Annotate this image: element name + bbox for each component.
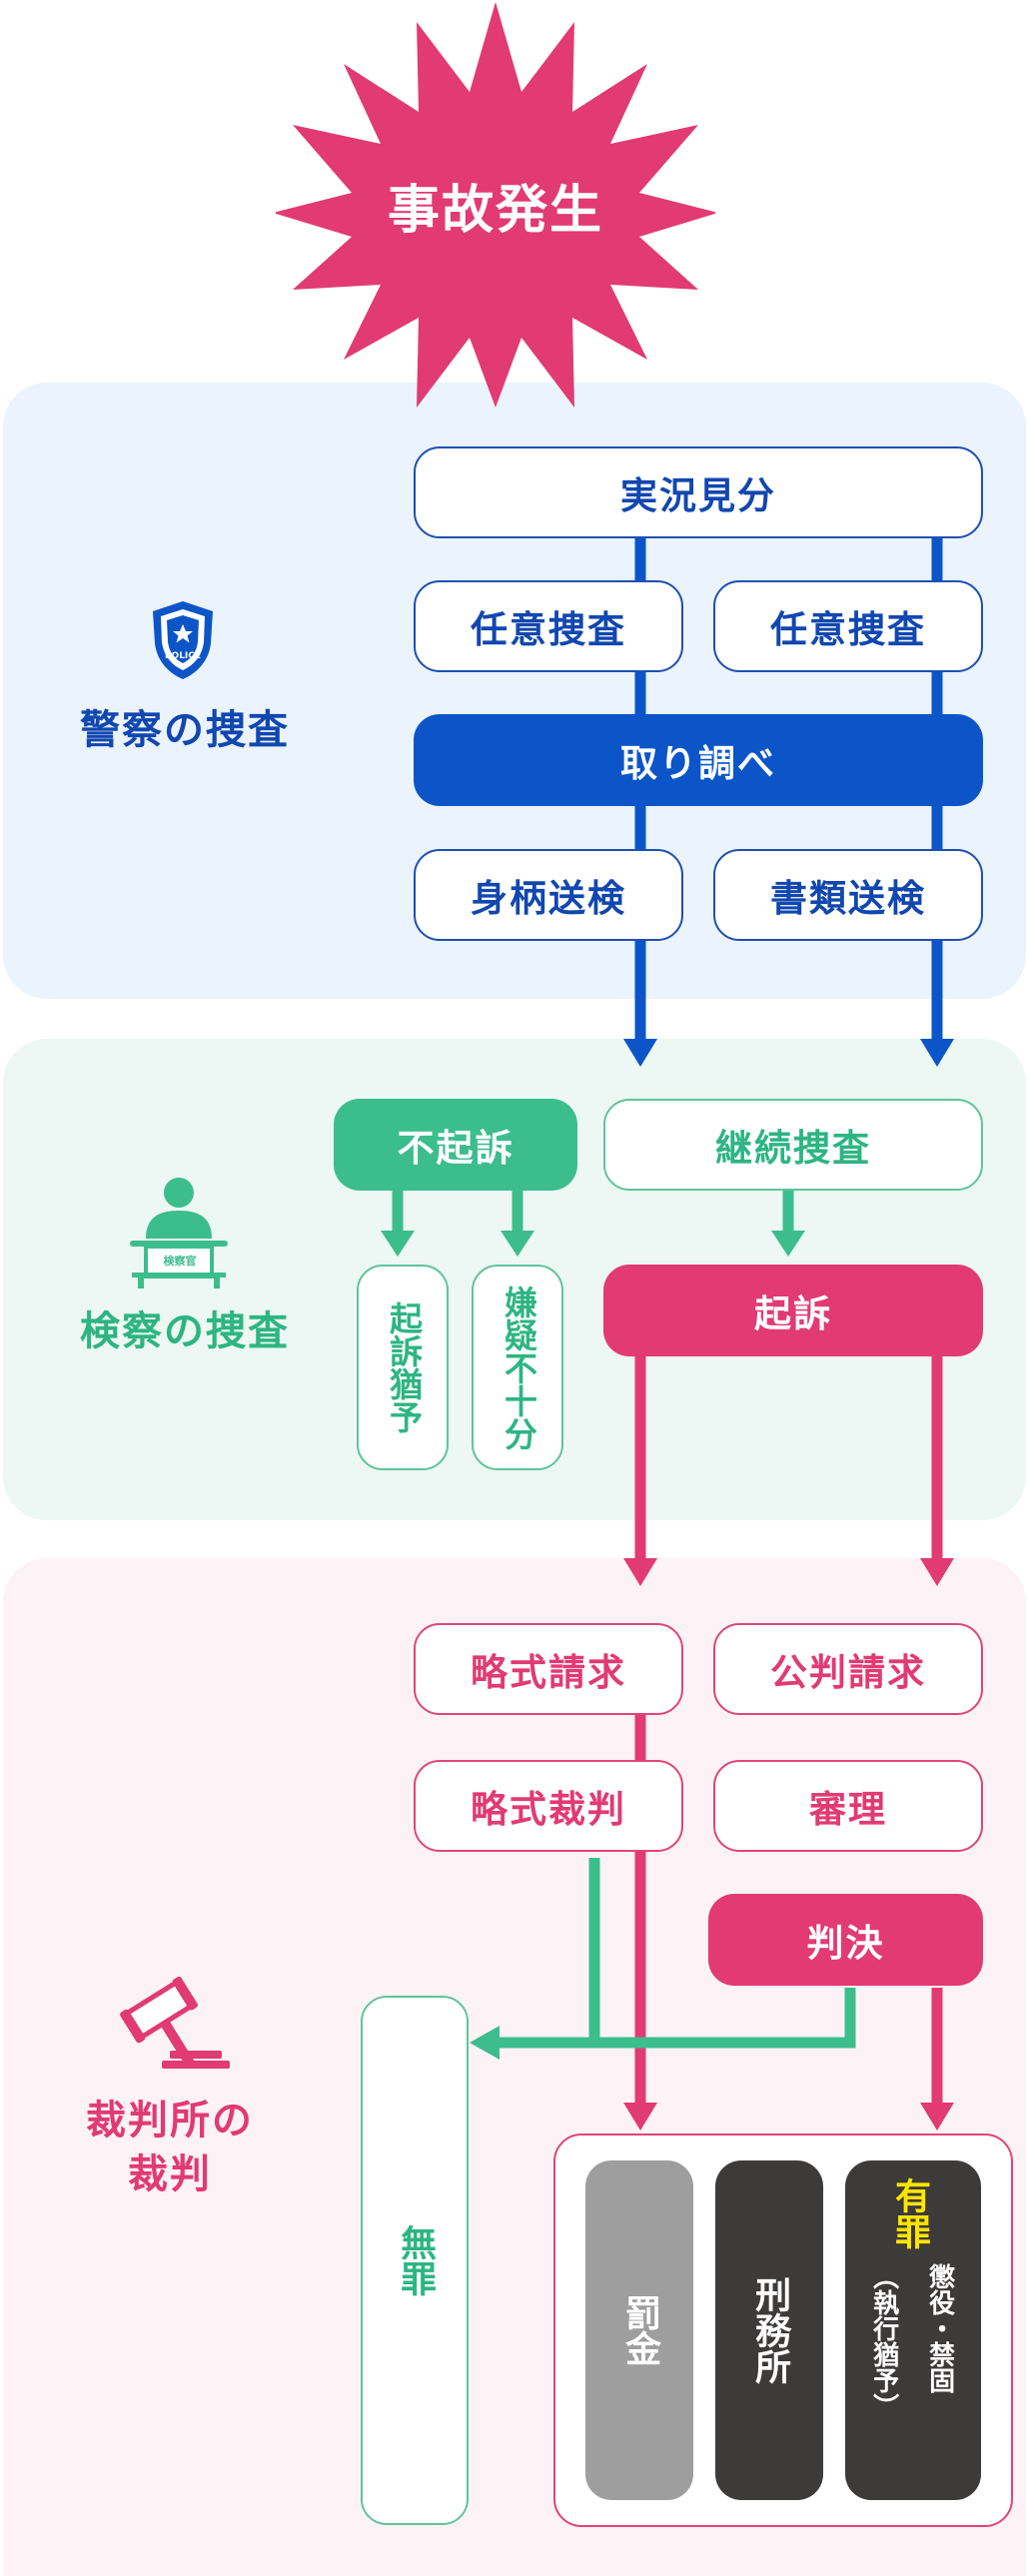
court-label-line1: 裁判所の [86,2098,254,2144]
kiso-yuyo-text: 起訴猶予 [384,1301,424,1433]
pink-arrow-bakkin [623,2103,657,2131]
fukiso-box: 不起訴 [334,1099,577,1191]
accident-starburst [276,2,715,408]
shingara-souken-box: 身柄送検 [414,849,683,941]
keimusho-box: 刑務所 [715,2160,823,2500]
bakkin-box: 罰金 [585,2160,693,2500]
jikkyo-kenbun-box: 実況見分 [414,446,983,538]
ryakushiki-seikyu-box: 略式請求 [414,1623,683,1715]
kengi-fujubun-text: 嫌疑不十分 [499,1285,538,1450]
green-arrow-kiso-yuyo [381,1231,415,1257]
blue-arrow-right [920,1039,954,1067]
muzai-text: 無罪 [395,2224,437,2296]
green-arrow-kengi [501,1231,534,1257]
shorui-souken-box: 書類送検 [713,849,983,941]
ryakushiki-saiban-box: 略式裁判 [414,1760,683,1852]
pink-arrow-ryakushiki [623,1558,657,1586]
nini-sousa-right-box: 任意捜査 [713,580,983,672]
green-arrow-muzai [470,2026,500,2060]
hanketsu-box: 判決 [708,1894,983,1986]
prosecutor-desk-text: 検察官 [163,1255,197,1268]
prosecutor-icon [130,1178,228,1288]
police-badge-text: POLICE [164,651,202,661]
prosecution-section-label: 検察の捜査 [80,1308,290,1354]
accident-label: 事故発生 [387,181,603,241]
yuzai-detail-2: （執行猶予） [868,2263,899,2419]
kiso-box: 起訴 [603,1265,983,1356]
keizoku-sousa-box: 継続捜査 [603,1099,983,1191]
blue-arrow-left [623,1039,657,1067]
court-label-line2: 裁判 [128,2151,212,2197]
bakkin-text: 罰金 [619,2294,661,2366]
keimusho-text: 刑務所 [749,2276,791,2384]
yuzai-detail-1: 懲役・禁固 [924,2263,955,2393]
police-section-label: 警察の捜査 [80,707,290,753]
yuzai-box [845,2160,981,2500]
court-section-label: 裁判所の 裁判 [40,2094,300,2201]
yuzai-text: 有罪 [889,2177,930,2249]
kohan-seikyu-box: 公判請求 [713,1623,983,1715]
green-arrow-kiso [771,1231,805,1257]
muzai-box: 無罪 [361,1996,469,2525]
kengi-fujubun-box: 嫌疑不十分 [472,1265,563,1470]
nini-sousa-left-box: 任意捜査 [414,580,683,672]
police-badge-icon [153,601,213,679]
gavel-icon [120,1976,230,2069]
pink-arrow-yuzai [920,2103,954,2131]
shinri-box: 審理 [713,1760,983,1852]
pink-arrow-kohan [920,1558,954,1586]
kiso-yuyo-box: 起訴猶予 [357,1265,449,1470]
torishirabe-box: 取り調べ [414,714,983,806]
